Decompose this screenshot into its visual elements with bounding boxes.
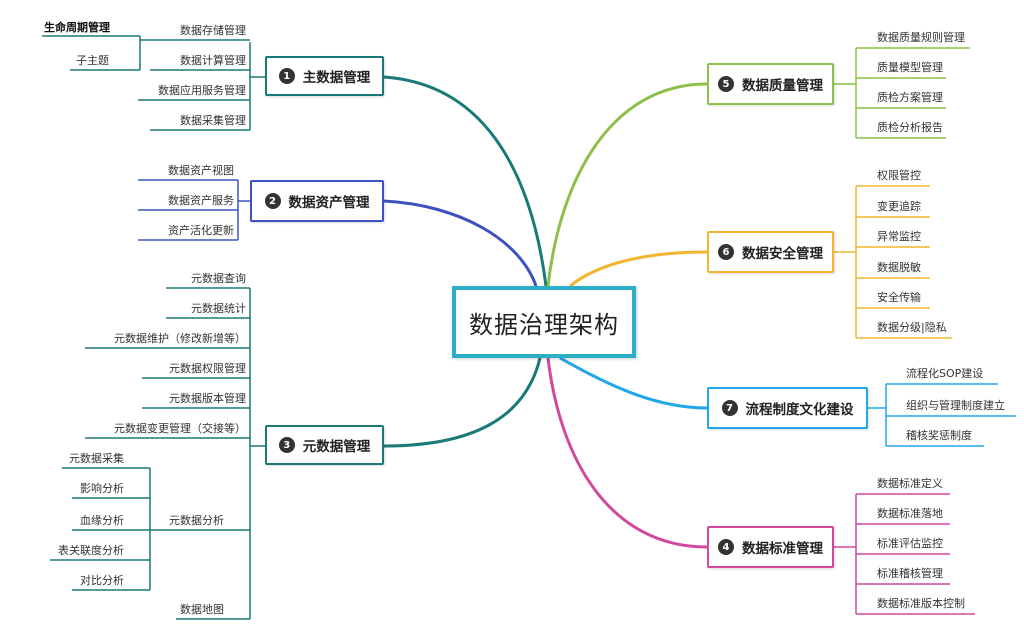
branch-process-culture[interactable]: 7 流程制度文化建设: [707, 387, 868, 429]
number-badge: 2: [264, 193, 281, 209]
leaf-data-collection[interactable]: 数据采集管理: [180, 114, 246, 127]
branch-data-asset[interactable]: 2 数据资产管理: [250, 180, 384, 222]
curve-b3: [383, 357, 542, 448]
branch-master-data[interactable]: 1 主数据管理: [265, 56, 384, 96]
number-badge: 5: [718, 76, 734, 92]
leaf-data-compute[interactable]: 数据计算管理: [180, 54, 246, 67]
number-badge: 4: [718, 539, 734, 555]
leaf-metadata-change[interactable]: 元数据变更管理（交接等）: [114, 422, 246, 435]
curve-b7: [559, 356, 708, 410]
leaf-lineage-analysis[interactable]: 血缘分析: [80, 514, 124, 527]
leaf-sop[interactable]: 流程化SOP建设: [906, 367, 984, 380]
leaf-standard-implement[interactable]: 数据标准落地: [877, 507, 943, 520]
leaf-standard-audit[interactable]: 标准稽核管理: [877, 567, 943, 580]
leaf-subtopic[interactable]: 子主题: [76, 54, 109, 67]
leaf-metadata-maintain[interactable]: 元数据维护（修改新增等）: [114, 332, 246, 345]
leaf-standard-version[interactable]: 数据标准版本控制: [877, 597, 965, 610]
leaf-metadata-query[interactable]: 元数据查询: [191, 272, 246, 285]
leaf-standard-define[interactable]: 数据标准定义: [877, 477, 943, 490]
leaf-lifecycle[interactable]: 生命周期管理: [44, 21, 110, 34]
branch-label: 数据资产管理: [288, 195, 370, 211]
number-badge: 7: [721, 400, 738, 416]
branch-label: 数据质量管理: [742, 78, 823, 94]
branch-label: 数据标准管理: [742, 541, 823, 557]
leaf-anomaly-monitor[interactable]: 异常监控: [877, 230, 921, 243]
leaf-asset-activation[interactable]: 资产活化更新: [168, 224, 234, 237]
leaf-data-storage[interactable]: 数据存储管理: [180, 24, 246, 37]
leaf-compare-analysis[interactable]: 对比分析: [80, 574, 124, 587]
leaf-metadata-collect[interactable]: 元数据采集: [69, 452, 124, 465]
curve-b5: [546, 82, 708, 287]
leaf-data-map[interactable]: 数据地图: [180, 603, 224, 616]
branch-label: 元数据管理: [302, 439, 371, 455]
number-badge: 6: [718, 244, 734, 260]
branch-label: 主数据管理: [302, 70, 371, 86]
curve-b2: [383, 199, 538, 287]
leaf-metadata-version[interactable]: 元数据版本管理: [169, 392, 246, 405]
leaf-data-masking[interactable]: 数据脱敏: [877, 261, 921, 274]
leaf-secure-transfer[interactable]: 安全传输: [877, 291, 921, 304]
curve-b6: [569, 250, 708, 288]
leaf-access-control[interactable]: 权限管控: [877, 169, 921, 182]
curve-b4: [546, 357, 708, 549]
leaf-impact-analysis[interactable]: 影响分析: [80, 482, 124, 495]
leaf-data-app-service[interactable]: 数据应用服务管理: [158, 84, 246, 97]
branch-data-security[interactable]: 6 数据安全管理: [707, 231, 834, 273]
curve-b1: [383, 75, 548, 287]
leaf-quality-rules[interactable]: 数据质量规则管理: [877, 31, 965, 44]
branch-label: 流程制度文化建设: [745, 402, 854, 418]
branch-metadata[interactable]: 3 元数据管理: [265, 425, 384, 465]
leaf-inspection-plan[interactable]: 质检方案管理: [877, 91, 943, 104]
number-badge: 3: [278, 437, 295, 453]
leaf-metadata-analysis[interactable]: 元数据分析: [169, 514, 224, 527]
leaf-asset-service[interactable]: 数据资产服务: [168, 194, 234, 207]
branch-data-quality[interactable]: 5 数据质量管理: [707, 63, 834, 105]
central-topic[interactable]: 数据治理架构: [452, 286, 636, 358]
leaf-audit-reward[interactable]: 稽核奖惩制度: [906, 429, 972, 442]
leaf-org-policy[interactable]: 组织与管理制度建立: [906, 399, 1005, 412]
leaf-inspection-report[interactable]: 质检分析报告: [877, 121, 943, 134]
leaf-metadata-stats[interactable]: 元数据统计: [191, 302, 246, 315]
number-badge: 1: [278, 68, 295, 84]
leaf-metadata-permission[interactable]: 元数据权限管理: [169, 362, 246, 375]
branch-data-standard[interactable]: 4 数据标准管理: [707, 526, 834, 568]
leaf-standard-monitor[interactable]: 标准评估监控: [877, 537, 943, 550]
leaf-quality-model[interactable]: 质量模型管理: [877, 61, 943, 74]
leaf-asset-view[interactable]: 数据资产视图: [168, 164, 234, 177]
leaf-table-relation[interactable]: 表关联度分析: [58, 544, 124, 557]
leaf-data-classification[interactable]: 数据分级|隐私: [877, 321, 947, 334]
branch-label: 数据安全管理: [742, 246, 823, 262]
leaf-change-tracking[interactable]: 变更追踪: [877, 200, 921, 213]
